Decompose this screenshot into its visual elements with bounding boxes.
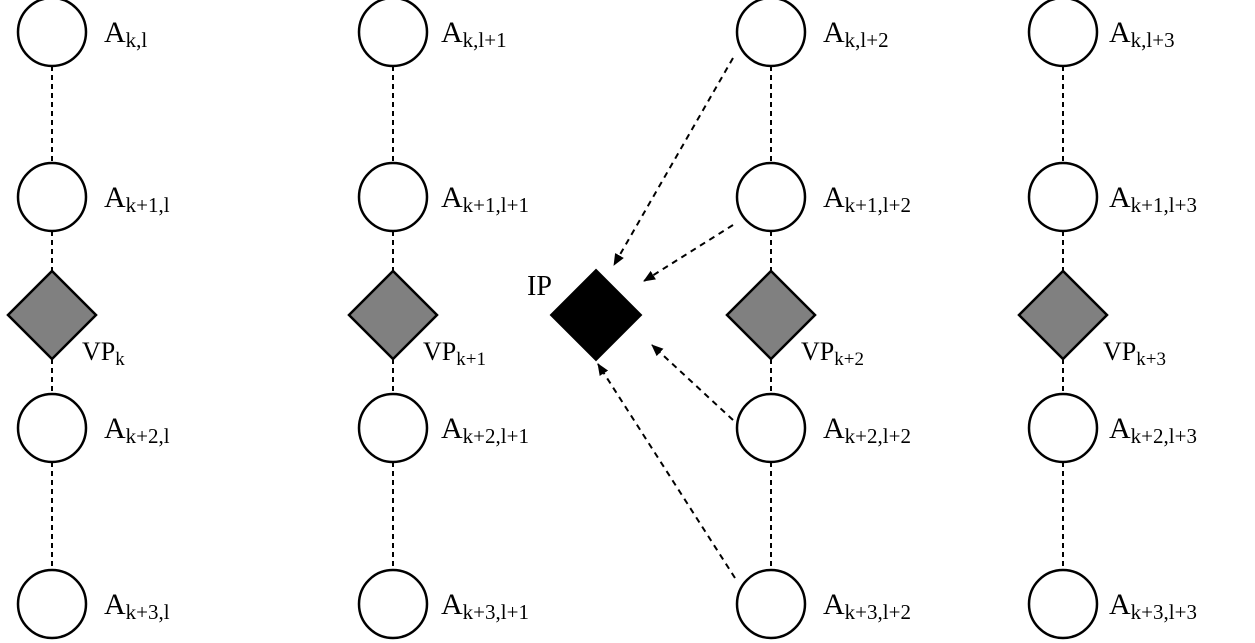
node-circle-1-3 xyxy=(357,568,429,640)
node-circle-0-3 xyxy=(16,568,88,640)
node-label-1-0: Ak,l+1 xyxy=(441,16,507,52)
node-label-1-1-subscript: k+1,l+1 xyxy=(463,193,529,217)
node-label-3-1: Ak+1,l+3 xyxy=(1109,181,1197,217)
arrow-node-2-to-ip xyxy=(651,344,734,421)
node-label-2-0: Ak,l+2 xyxy=(823,16,889,52)
node-circle-0-2 xyxy=(16,392,88,464)
node-circle-2-0 xyxy=(735,0,807,68)
node-label-2-2: Ak+2,l+2 xyxy=(823,412,911,448)
vp-diamond-3 xyxy=(1017,269,1109,361)
arrows-layer xyxy=(597,57,736,579)
columns-layer: Ak,lAk+1,lAk+2,lAk+3,lVPkAk,l+1Ak+1,l+1A… xyxy=(6,0,1197,640)
node-label-2-2-base: A xyxy=(823,412,845,445)
node-label-3-0: Ak,l+3 xyxy=(1109,16,1175,52)
vp-label-3: VPk+3 xyxy=(1103,337,1166,370)
vp-label-2: VPk+2 xyxy=(801,337,864,370)
node-label-0-0-base: A xyxy=(104,16,126,49)
node-label-1-2-base: A xyxy=(441,412,463,445)
vp-label-1-base: VP xyxy=(423,337,456,366)
ip-layer: IP xyxy=(527,268,643,362)
vp-diamond-1 xyxy=(347,269,439,361)
node-circle-2-1 xyxy=(735,161,807,233)
vp-label-2-base: VP xyxy=(801,337,834,366)
node-circle-0-0 xyxy=(16,0,88,68)
node-label-1-3: Ak+3,l+1 xyxy=(441,588,529,624)
vp-label-2-subscript: k+2 xyxy=(834,349,864,370)
node-label-2-3-subscript: k+3,l+2 xyxy=(845,600,911,624)
node-label-0-3-base: A xyxy=(104,588,126,621)
node-label-0-1: Ak+1,l xyxy=(104,181,170,217)
node-label-0-3: Ak+3,l xyxy=(104,588,170,624)
node-label-1-1-base: A xyxy=(441,181,463,214)
node-label-2-3: Ak+3,l+2 xyxy=(823,588,911,624)
vp-diamond-0 xyxy=(6,269,98,361)
vp-label-3-base: VP xyxy=(1103,337,1136,366)
node-label-3-1-base: A xyxy=(1109,181,1131,214)
vp-label-0-subscript: k xyxy=(115,349,125,370)
node-circle-3-3 xyxy=(1027,568,1099,640)
node-label-2-0-subscript: k,l+2 xyxy=(845,28,889,52)
node-label-0-1-base: A xyxy=(104,181,126,214)
vp-label-1-subscript: k+1 xyxy=(456,349,486,370)
node-label-3-0-base: A xyxy=(1109,16,1131,49)
node-label-1-3-subscript: k+3,l+1 xyxy=(463,600,529,624)
node-label-2-1-subscript: k+1,l+2 xyxy=(845,193,911,217)
node-circle-2-2 xyxy=(735,392,807,464)
node-label-3-3-base: A xyxy=(1109,588,1131,621)
node-circle-3-1 xyxy=(1027,161,1099,233)
node-label-0-1-subscript: k+1,l xyxy=(126,193,170,217)
node-circle-2-3 xyxy=(735,568,807,640)
node-circle-0-1 xyxy=(16,161,88,233)
node-label-0-2: Ak+2,l xyxy=(104,412,170,448)
node-circle-3-0 xyxy=(1027,0,1099,68)
node-label-2-2-subscript: k+2,l+2 xyxy=(845,424,911,448)
node-label-3-2-base: A xyxy=(1109,412,1131,445)
vp-diamond-2 xyxy=(725,269,817,361)
vp-label-3-subscript: k+3 xyxy=(1136,349,1166,370)
ip-label: IP xyxy=(527,271,552,302)
node-label-1-2-subscript: k+2,l+1 xyxy=(463,424,529,448)
node-label-1-0-subscript: k,l+1 xyxy=(463,28,507,52)
arrow-node-0-to-ip xyxy=(613,57,734,266)
node-label-3-0-subscript: k,l+3 xyxy=(1131,28,1175,52)
ip-diamond xyxy=(549,268,643,362)
vp-label-0-base: VP xyxy=(82,337,115,366)
node-circle-3-2 xyxy=(1027,392,1099,464)
vp-label-1: VPk+1 xyxy=(423,337,486,370)
arrow-node-3-to-ip xyxy=(597,363,736,579)
node-circle-1-1 xyxy=(357,161,429,233)
node-circle-1-0 xyxy=(357,0,429,68)
node-label-2-0-base: A xyxy=(823,16,845,49)
node-label-2-1-base: A xyxy=(823,181,845,214)
node-label-3-3-subscript: k+3,l+3 xyxy=(1131,600,1197,624)
node-label-3-2-subscript: k+2,l+3 xyxy=(1131,424,1197,448)
node-label-0-2-base: A xyxy=(104,412,126,445)
vp-label-0: VPk xyxy=(82,337,125,370)
node-label-0-2-subscript: k+2,l xyxy=(126,424,170,448)
node-label-0-3-subscript: k+3,l xyxy=(126,600,170,624)
arrow-node-1-to-ip xyxy=(643,224,734,282)
node-label-2-1: Ak+1,l+2 xyxy=(823,181,911,217)
node-label-0-0-subscript: k,l xyxy=(126,28,148,52)
node-label-3-2: Ak+2,l+3 xyxy=(1109,412,1197,448)
node-label-1-2: Ak+2,l+1 xyxy=(441,412,529,448)
node-label-1-0-base: A xyxy=(441,16,463,49)
node-label-2-3-base: A xyxy=(823,588,845,621)
node-label-3-1-subscript: k+1,l+3 xyxy=(1131,193,1197,217)
node-label-3-3: Ak+3,l+3 xyxy=(1109,588,1197,624)
node-label-1-3-base: A xyxy=(441,588,463,621)
node-circle-1-2 xyxy=(357,392,429,464)
node-label-1-1: Ak+1,l+1 xyxy=(441,181,529,217)
node-label-0-0: Ak,l xyxy=(104,16,147,52)
